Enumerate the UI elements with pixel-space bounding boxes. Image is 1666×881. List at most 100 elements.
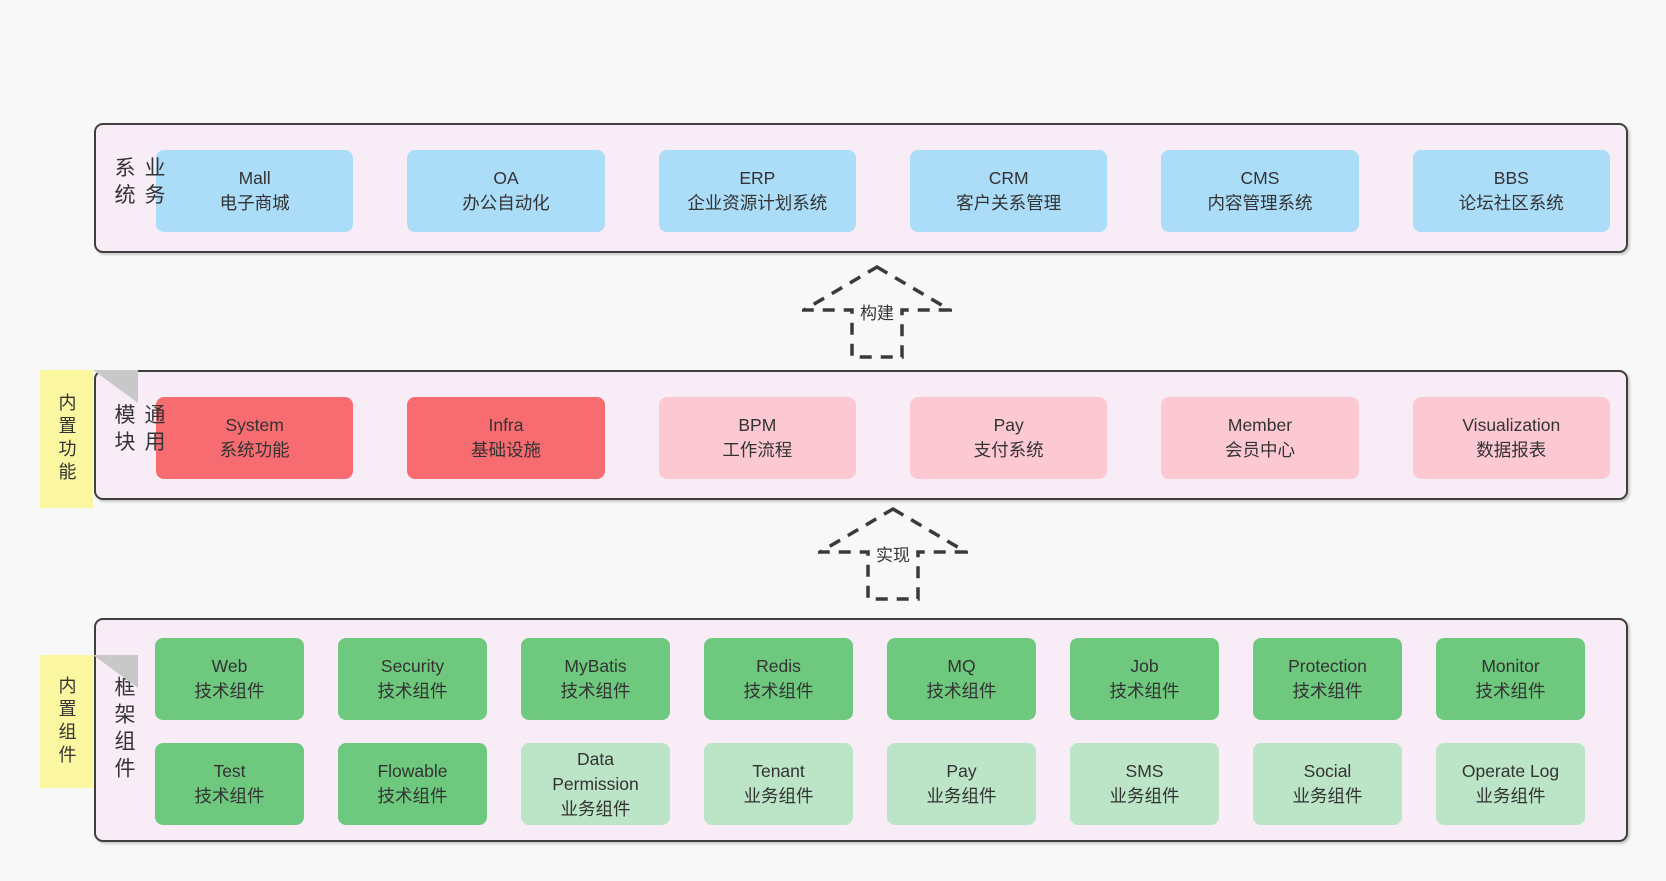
box-title: Monitor	[1481, 656, 1540, 676]
layer-common-modules: 通用模块 System 系统功能 Infra 基础设施 BPM 工作流程 Pay…	[94, 370, 1628, 500]
box-subtitle: 业务组件	[1109, 786, 1180, 806]
box-infra: Infra 基础设施	[407, 397, 605, 479]
sticky-label: 内置组件	[56, 675, 77, 768]
box-bpm: BPM 工作流程	[658, 397, 856, 479]
box-system: System 系统功能	[156, 397, 354, 479]
box-subtitle: 技术组件	[926, 681, 997, 701]
box-flowable: Flowable 技术组件	[338, 743, 487, 825]
box-title: Mall	[238, 168, 271, 188]
arrow-implement-label: 实现	[872, 540, 914, 567]
box-title: OA	[493, 168, 519, 188]
components-box-row-1: Web 技术组件 Security 技术组件 MyBatis 技术组件 Redi…	[96, 638, 1626, 720]
arrow-build: 构建	[802, 264, 952, 360]
box-title: Infra	[488, 415, 524, 435]
layer-modules-label: 通用模块	[112, 403, 165, 458]
box-subtitle: 业务组件	[926, 786, 997, 806]
box-member: Member 会员中心	[1161, 397, 1359, 479]
box-oa: OA 办公自动化	[407, 150, 605, 232]
box-subtitle: 技术组件	[377, 681, 448, 701]
box-job: Job 技术组件	[1070, 638, 1219, 720]
box-title: Visualization	[1462, 415, 1561, 435]
box-title: Job	[1130, 656, 1159, 676]
box-protection: Protection 技术组件	[1253, 638, 1402, 720]
box-test: Test 技术组件	[155, 743, 304, 825]
box-title: Tenant	[752, 761, 805, 781]
box-social: Social 业务组件	[1253, 743, 1402, 825]
box-subtitle: 技术组件	[1109, 681, 1180, 701]
box-subtitle: 技术组件	[1292, 681, 1363, 701]
box-subtitle: 客户关系管理	[956, 193, 1062, 213]
box-subtitle: 系统功能	[219, 440, 290, 460]
box-title: Social	[1303, 761, 1352, 781]
box-subtitle: 技术组件	[1475, 681, 1546, 701]
box-mq: MQ 技术组件	[887, 638, 1036, 720]
box-visualization: Visualization 数据报表	[1412, 397, 1610, 479]
business-box-row: Mall 电子商城 OA 办公自动化 ERP 企业资源计划系统 CRM 客户关系…	[96, 150, 1626, 232]
sticky-label: 内置功能	[56, 393, 77, 485]
box-subtitle: 基础设施	[470, 440, 541, 460]
box-subtitle: 内容管理系统	[1207, 193, 1313, 213]
layer-business-systems: 业务系统 Mall 电子商城 OA 办公自动化 ERP 企业资源计划系统 CRM…	[94, 123, 1628, 253]
box-title: BBS	[1493, 168, 1529, 188]
box-subtitle: 业务组件	[560, 798, 631, 819]
box-title: Security	[380, 656, 445, 676]
box-redis: Redis 技术组件	[704, 638, 853, 720]
up-arrow-icon	[802, 264, 952, 359]
box-title: MyBatis	[564, 656, 627, 676]
layer-business-label: 业务系统	[112, 156, 165, 211]
box-subtitle: 业务组件	[743, 786, 814, 806]
box-title: SMS	[1125, 761, 1164, 781]
box-subtitle: 支付系统	[973, 440, 1044, 460]
layer-framework-components: 框架组件 Web 技术组件 Security 技术组件 MyBatis 技术组件…	[94, 618, 1628, 842]
box-title: System	[225, 415, 284, 435]
box-subtitle: 技术组件	[377, 786, 448, 806]
box-title: Pay	[993, 415, 1024, 435]
layer-components-label: 框架组件	[112, 676, 135, 784]
box-subtitle: 办公自动化	[462, 193, 550, 213]
box-subtitle: 技术组件	[743, 681, 814, 701]
box-subtitle: 电子商城	[219, 193, 290, 213]
modules-box-row: System 系统功能 Infra 基础设施 BPM 工作流程 Pay 支付系统…	[96, 397, 1626, 479]
box-bbs: BBS 论坛社区系统	[1412, 150, 1610, 232]
box-sms: SMS 业务组件	[1070, 743, 1219, 825]
components-box-row-2: Test 技术组件 Flowable 技术组件 Data Permission …	[96, 743, 1626, 825]
box-title: Pay	[946, 761, 977, 781]
box-monitor: Monitor 技术组件	[1436, 638, 1585, 720]
box-subtitle: 技术组件	[560, 681, 631, 701]
box-pay-module: Pay 支付系统	[909, 397, 1108, 479]
box-title: Protection	[1288, 656, 1367, 676]
box-operate-log: Operate Log 业务组件	[1436, 743, 1585, 825]
sticky-note-builtin-features: 内置功能	[40, 370, 138, 508]
box-title: MQ	[947, 656, 976, 676]
box-pay-component: Pay 业务组件	[887, 743, 1036, 825]
box-title: Web	[211, 656, 248, 676]
box-subtitle: 数据报表	[1476, 440, 1547, 460]
box-title: ERP	[739, 168, 776, 188]
box-mall: Mall 电子商城	[156, 150, 354, 232]
box-crm: CRM 客户关系管理	[909, 150, 1108, 232]
box-web: Web 技术组件	[155, 638, 304, 720]
box-title: Data Permission	[552, 748, 639, 794]
sticky-note-builtin-components: 内置组件	[40, 655, 138, 788]
box-title: BPM	[738, 415, 777, 435]
box-title: Redis	[756, 656, 801, 676]
box-mybatis: MyBatis 技术组件	[521, 638, 670, 720]
box-title: Test	[213, 761, 246, 781]
box-title: CMS	[1240, 168, 1280, 188]
box-security: Security 技术组件	[338, 638, 487, 720]
box-title: Flowable	[377, 761, 448, 781]
box-subtitle: 业务组件	[1475, 786, 1546, 806]
box-tenant: Tenant 业务组件	[704, 743, 853, 825]
box-subtitle: 会员中心	[1224, 440, 1295, 460]
box-title: Operate Log	[1461, 761, 1560, 781]
box-erp: ERP 企业资源计划系统	[658, 150, 856, 232]
box-data-permission: Data Permission 业务组件	[521, 743, 670, 825]
box-cms: CMS 内容管理系统	[1161, 150, 1359, 232]
arrow-build-label: 构建	[856, 298, 898, 325]
up-arrow-icon	[818, 506, 968, 601]
box-subtitle: 论坛社区系统	[1458, 193, 1564, 213]
box-subtitle: 工作流程	[722, 440, 793, 460]
box-subtitle: 技术组件	[194, 786, 265, 806]
box-title: Member	[1227, 415, 1293, 435]
box-subtitle: 企业资源计划系统	[687, 193, 828, 213]
